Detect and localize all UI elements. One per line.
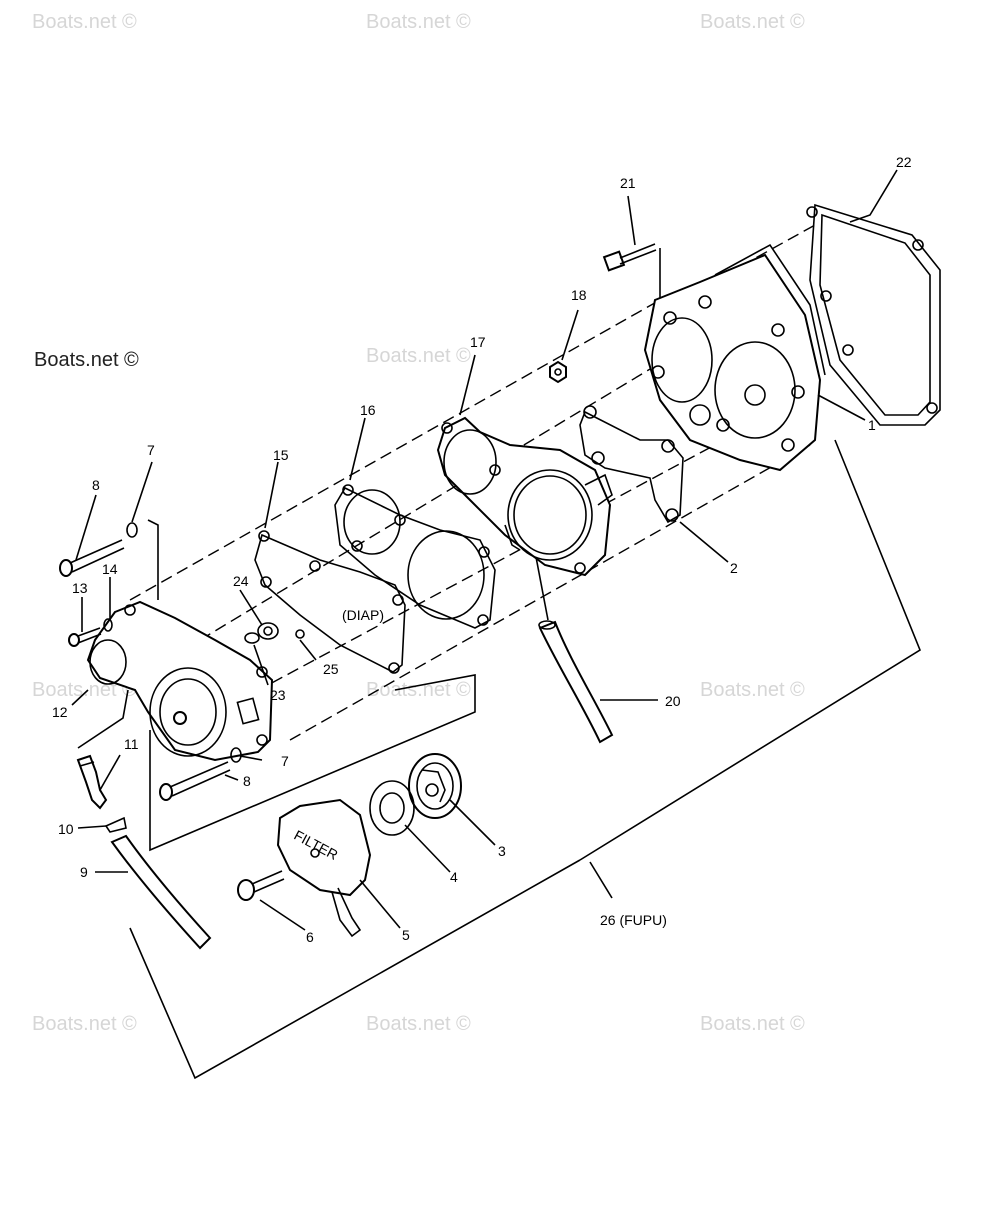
callout-25: 25 [323, 661, 339, 677]
parts-13-14-screw-washer [68, 618, 113, 647]
part-11-fitting [76, 754, 108, 810]
part-7-washers [126, 522, 242, 763]
watermark: Boats.net © [32, 1013, 137, 1035]
part-22-gasket [806, 203, 941, 426]
callout-17: 17 [470, 334, 486, 350]
parts-23-24-25-hardware [244, 622, 305, 644]
alignment-lines [77, 224, 816, 852]
part-3-valve-plate [408, 753, 462, 819]
watermark: Boats.net © [366, 11, 471, 33]
part-6-screw [237, 870, 285, 901]
part-15-diaphragm: (DIAP) [254, 530, 406, 674]
watermark: Boats.net © [366, 1013, 471, 1035]
part-4-gasket-ring [369, 780, 415, 836]
watermark-dark: Boats.net © [34, 349, 139, 371]
callout-2: 2 [730, 560, 738, 576]
callout-11: 11 [124, 736, 139, 752]
part-8-screws [59, 539, 231, 801]
watermark: Boats.net © [32, 11, 137, 33]
part-12-pump-housing [86, 600, 274, 762]
part-10-clip [104, 816, 127, 833]
part-5-filter-bowl: FILTER [276, 798, 372, 938]
leader-lines [71, 169, 898, 931]
callout-7-bottom: 7 [281, 753, 289, 769]
callout-18: 18 [571, 287, 587, 303]
callout-14: 14 [102, 561, 118, 577]
callout-5: 5 [402, 927, 410, 943]
callout-10: 10 [58, 821, 74, 837]
watermark: Boats.net © [700, 679, 805, 701]
callout-8-bottom: 8 [243, 773, 251, 789]
callout-4: 4 [450, 869, 458, 885]
watermark: Boats.net © [700, 1013, 805, 1035]
callout-labels: 1 2 3 4 5 6 7 7 8 8 9 10 11 12 13 14 15 … [52, 154, 912, 945]
part-9-hose [110, 834, 212, 950]
part-2-plate [579, 405, 684, 524]
callout-12: 12 [52, 704, 68, 720]
part-20-hose [538, 620, 614, 744]
callout-15: 15 [273, 447, 289, 463]
part-17-pump-cover [436, 416, 613, 577]
callout-22: 22 [896, 154, 912, 170]
callout-26-fupu: 26 (FUPU) [600, 912, 667, 928]
callout-20: 20 [665, 693, 681, 709]
callout-6: 6 [306, 929, 314, 945]
part-1-pump-body [643, 243, 826, 472]
assembly-bracket [129, 439, 921, 1080]
callout-1: 1 [868, 417, 876, 433]
watermarks: Boats.net © Boats.net © Boats.net © Boat… [32, 11, 805, 1035]
callout-13: 13 [72, 580, 88, 596]
callout-16: 16 [360, 402, 376, 418]
callout-23: 23 [270, 687, 286, 703]
callout-9: 9 [80, 864, 88, 880]
watermark: Boats.net © [366, 345, 471, 367]
inline-label-diap: (DIAP) [342, 607, 384, 623]
part-16-gasket [334, 484, 496, 629]
callout-24: 24 [233, 573, 249, 589]
callout-7-top: 7 [147, 442, 155, 458]
callout-21: 21 [620, 175, 636, 191]
watermark: Boats.net © [366, 679, 471, 701]
callout-8-top: 8 [92, 477, 100, 493]
part-21-screw [602, 243, 657, 272]
watermark: Boats.net © [700, 11, 805, 33]
part-18-nut [549, 360, 567, 384]
callout-3: 3 [498, 843, 506, 859]
